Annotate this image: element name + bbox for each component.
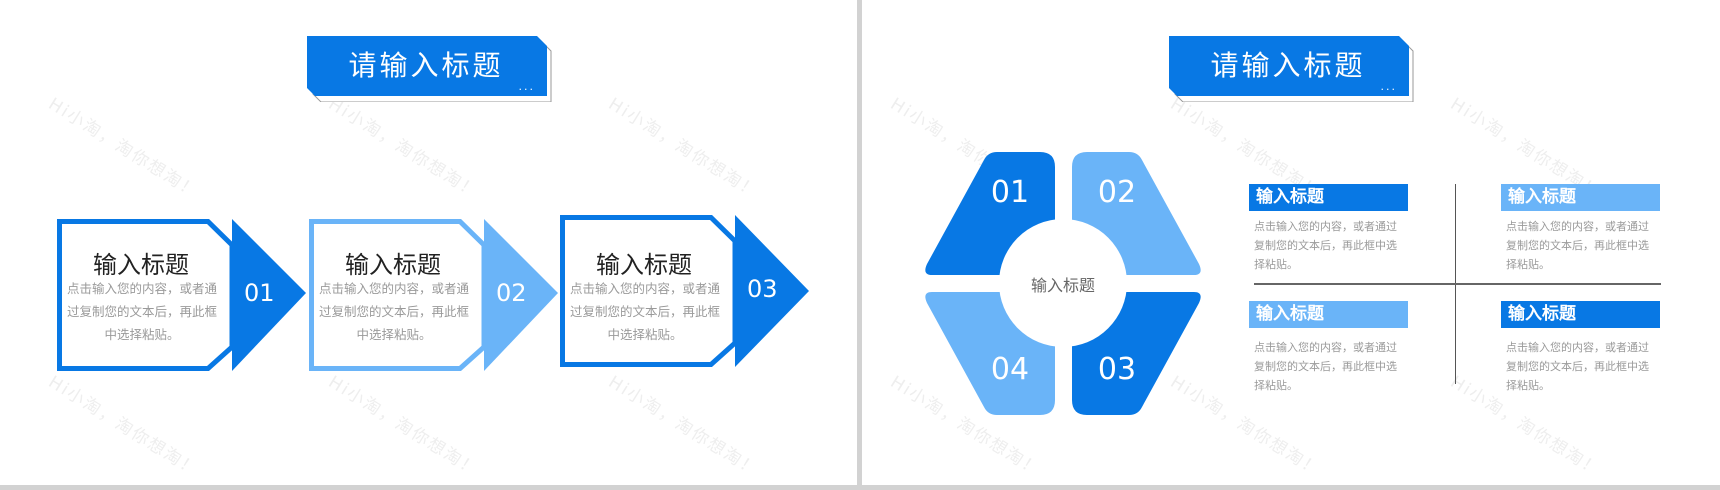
quadrant-1-number: 01 [990, 175, 1030, 210]
slide-title[interactable]: 请输入标题 [348, 49, 504, 82]
title-ribbon-shape [307, 36, 552, 102]
watermark: Hi小淘，淘你想淘！ [44, 94, 203, 204]
watermark: Hi小淘，淘你想淘！ [324, 94, 483, 204]
title-ribbon-shape [1169, 36, 1414, 102]
bottom-bar [0, 485, 1720, 490]
process-step-2[interactable]: 输入标题 点击输入您的内容，或者通过复制您的文本后，再此框中选择粘贴。 02 [309, 219, 561, 373]
title-dots: ... [518, 80, 535, 93]
slide-quadrant-diagram[interactable]: Hi小淘，淘你想淘！ Hi小淘，淘你想淘！ Hi小淘，淘你想淘！ Hi小淘，淘你… [862, 0, 1720, 485]
slide-title-box[interactable]: 请输入标题 ... [307, 36, 552, 102]
step-description[interactable]: 点击输入您的内容，或者通过复制您的文本后，再此框中选择粘贴。 [67, 281, 218, 342]
step-title[interactable]: 输入标题 [345, 251, 441, 279]
info-block-1-desc[interactable]: 点击输入您的内容，或者通过复制您的文本后，再此框中选择粘贴。 [1254, 220, 1397, 271]
watermark: Hi小淘，淘你想淘！ [604, 94, 763, 204]
step-description[interactable]: 点击输入您的内容，或者通过复制您的文本后，再此框中选择粘贴。 [319, 281, 470, 342]
watermark: Hi小淘，淘你想淘！ [44, 372, 203, 482]
quadrant-3-shape [1072, 292, 1201, 415]
slide-title-box[interactable]: 请输入标题 ... [1169, 36, 1414, 102]
center-label[interactable]: 输入标题 [1030, 276, 1095, 295]
process-step-3[interactable]: 输入标题 点击输入您的内容，或者通过复制您的文本后，再此框中选择粘贴。 03 [560, 215, 812, 369]
slide-process-steps[interactable]: Hi小淘，淘你想淘！ Hi小淘，淘你想淘！ Hi小淘，淘你想淘！ Hi小淘，淘你… [0, 0, 857, 485]
step-description[interactable]: 点击输入您的内容，或者通过复制您的文本后，再此框中选择粘贴。 [570, 281, 721, 342]
quadrant-2-shape [1072, 152, 1201, 275]
info-block-1-label[interactable]: 输入标题 [1249, 184, 1408, 211]
slide-divider [857, 0, 862, 490]
step-number: 03 [747, 275, 778, 303]
step-number: 02 [496, 279, 527, 307]
grid-horizontal-line [1254, 283, 1661, 285]
step-arrow-shape [309, 219, 558, 371]
step-arrow-shape [560, 215, 809, 367]
quadrant-4-number: 04 [990, 352, 1030, 387]
info-block-2-desc[interactable]: 点击输入您的内容，或者通过复制您的文本后，再此框中选择粘贴。 [1506, 220, 1649, 271]
step-title[interactable]: 输入标题 [596, 251, 692, 279]
step-title[interactable]: 输入标题 [93, 251, 189, 279]
process-step-1[interactable]: 输入标题 点击输入您的内容，或者通过复制您的文本后，再此框中选择粘贴。 01 [57, 219, 309, 373]
watermark: Hi小淘，淘你想淘！ [604, 372, 763, 482]
watermark: Hi小淘，淘你想淘！ [324, 372, 483, 482]
quadrant-2-number: 02 [1097, 175, 1137, 210]
info-block-4-desc[interactable]: 点击输入您的内容，或者通过复制您的文本后，再此框中选择粘贴。 [1506, 341, 1649, 392]
slide-title[interactable]: 请输入标题 [1210, 49, 1366, 82]
info-block-4-label[interactable]: 输入标题 [1501, 301, 1660, 328]
step-arrow-shape [57, 219, 306, 371]
info-block-3-label[interactable]: 输入标题 [1249, 301, 1408, 328]
quadrant-1-shape [925, 152, 1055, 275]
quadrant-4-shape [925, 292, 1055, 415]
quadrant-3-number: 03 [1097, 352, 1137, 387]
info-block-2-label[interactable]: 输入标题 [1501, 184, 1660, 211]
quadrant-diagram [925, 152, 1201, 415]
info-block-3-desc[interactable]: 点击输入您的内容，或者通过复制您的文本后，再此框中选择粘贴。 [1254, 341, 1397, 392]
step-number: 01 [244, 279, 275, 307]
title-dots: ... [1380, 80, 1397, 93]
